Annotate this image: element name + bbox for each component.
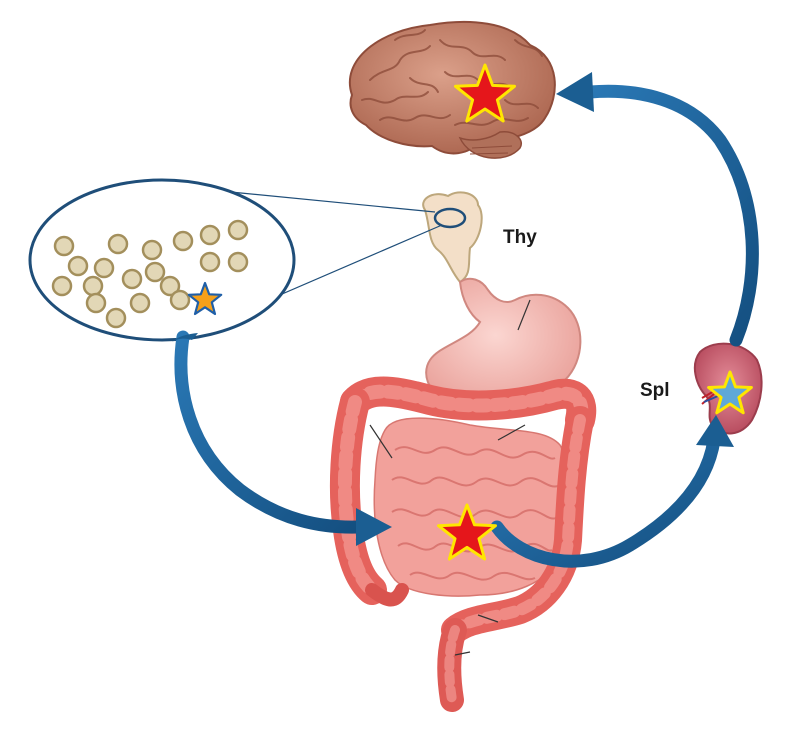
cell-icon [93,257,115,279]
cell-icon [227,219,249,241]
cell-icon [159,275,181,297]
cell-icon [199,251,221,273]
bacteria-cells [51,219,249,329]
intestine-icon [329,376,597,712]
cell-icon [107,233,129,255]
arrow-gut-to-spleen [490,415,734,568]
cell-icon [121,268,143,290]
cell-icon [105,307,127,329]
cell-icon [82,275,104,297]
cell-icon [53,235,75,257]
brain-icon [349,20,556,159]
thymus-label: Thy [503,227,537,248]
brain-star-icon [454,63,516,123]
cell-icon [169,289,191,311]
arrow-inset-to-gut [172,330,392,546]
cell-icon [67,255,89,277]
gut-star-icon [437,503,497,561]
spleen-label: Spl [640,380,670,401]
cell-icon [199,224,221,246]
zoom-inset [28,178,296,342]
thymus-icon [422,191,483,284]
cell-icon [129,292,151,314]
cell-icon [227,251,249,273]
arrow-spleen-to-brain [556,72,759,347]
inset-star-icon [187,281,223,316]
cell-icon [85,292,107,314]
cell-icon [51,275,73,297]
cell-icon [141,239,163,261]
thymus-highlight-ring [433,207,467,229]
cell-icon [144,261,166,283]
cell-icon [172,230,194,252]
spleen-star-icon [707,370,753,415]
